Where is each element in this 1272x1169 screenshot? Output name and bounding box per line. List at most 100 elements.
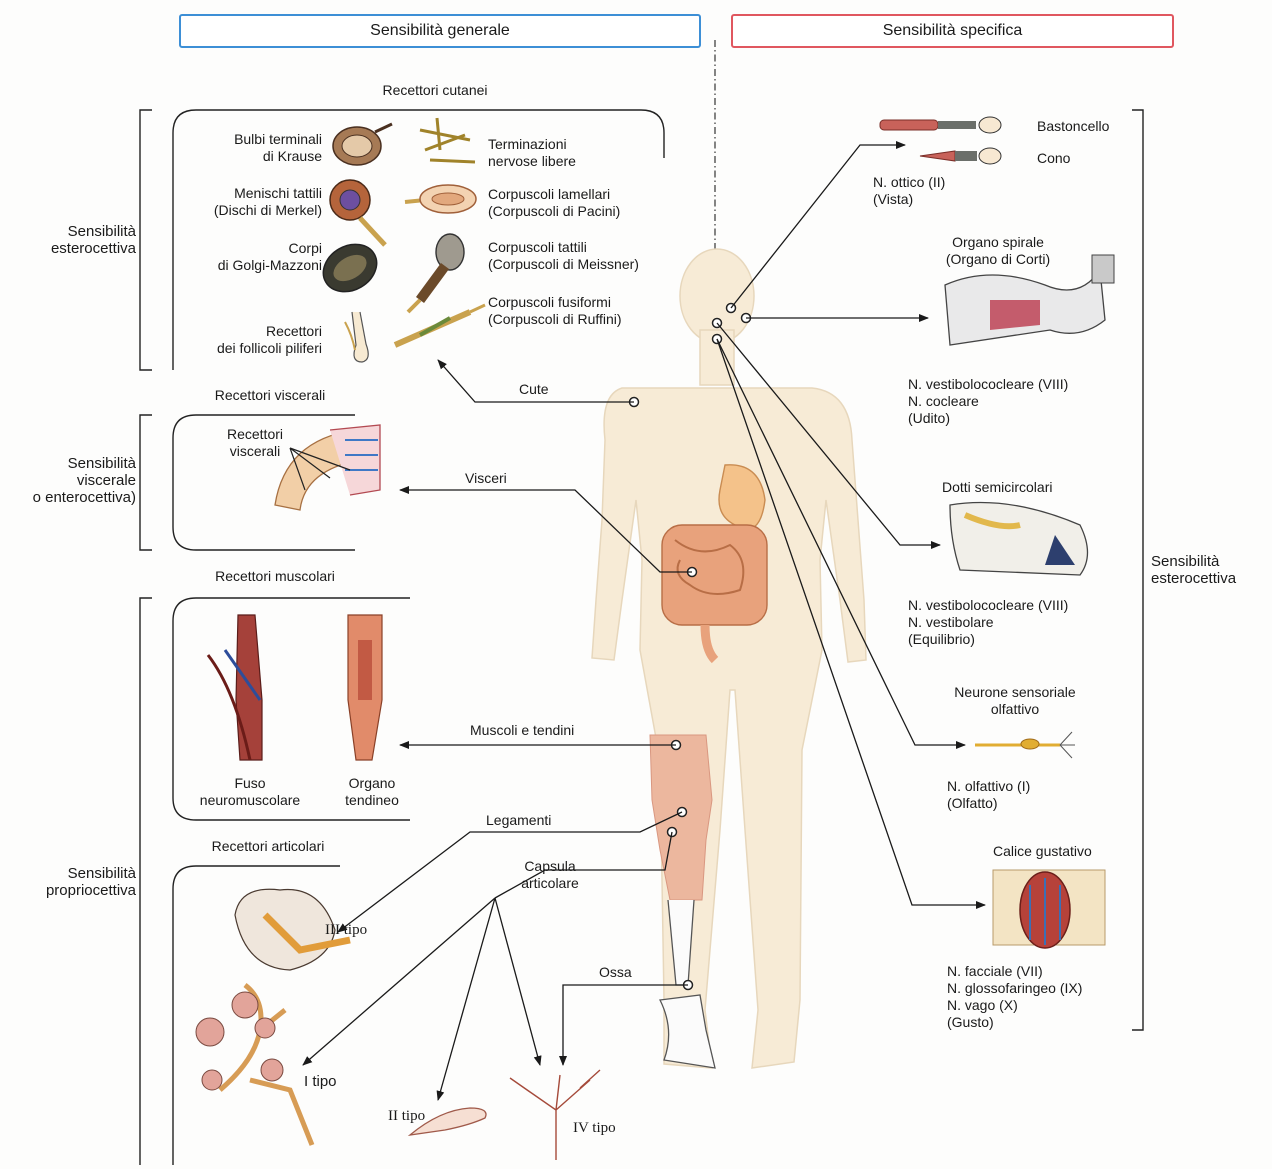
label-line: viscerali	[205, 443, 305, 460]
section-label-right: Sensibilità esterocettiva	[1151, 553, 1236, 587]
section-label-line: Sensibilità	[33, 455, 136, 472]
label-line: Bulbi terminali	[234, 131, 322, 148]
bracket-viscerale	[140, 415, 152, 550]
label-line: Fuso	[185, 775, 315, 792]
label-line: olfattivo	[935, 701, 1095, 718]
header-general: Sensibilità generale	[179, 14, 701, 48]
label-olfactory-nerve: N. olfattivo (I) (Olfatto)	[947, 778, 1030, 812]
section-label-viscerale: Sensibilità viscerale o enterocettiva)	[33, 455, 136, 506]
label-line: (Olfatto)	[947, 795, 1030, 812]
section-label-line: Sensibilità	[1151, 553, 1236, 570]
label-line: (Vista)	[873, 191, 945, 208]
label-ruffini: Corpuscoli fusiformi (Corpuscoli di Ruff…	[488, 294, 622, 328]
label-type2: II tipo	[388, 1108, 425, 1125]
label-free-endings: Terminazioni nervose libere	[488, 136, 576, 170]
label-ossa: Ossa	[599, 964, 632, 981]
title-recettori-viscerali: Recettori viscerali	[180, 387, 360, 404]
olfactory-neuron-figure	[975, 732, 1075, 758]
free-nerve-endings-figure	[420, 118, 475, 162]
label-meissner: Corpuscoli tattili (Corpuscoli di Meissn…	[488, 239, 639, 273]
rod-figure	[880, 117, 1001, 133]
label-follicle: Recettori dei follicoli piliferi	[217, 323, 322, 357]
label-golgi-mazzoni: Corpi di Golgi-Mazzoni	[218, 240, 322, 274]
label-line: (Corpuscoli di Ruffini)	[488, 311, 622, 328]
label-taste-nerves: N. facciale (VII) N. glossofaringeo (IX)…	[947, 963, 1082, 1031]
label-line: Recettori	[217, 323, 322, 340]
label-line: nervose libere	[488, 153, 576, 170]
label-line: (Dischi di Merkel)	[214, 202, 322, 219]
label-line: N. vago (X)	[947, 997, 1082, 1014]
label-line: N. vestibolococleare (VIII)	[908, 376, 1068, 393]
pacini-corpuscle-figure	[405, 185, 476, 213]
cone-figure	[920, 148, 1001, 164]
label-line: (Gusto)	[947, 1014, 1082, 1031]
label-line: dei follicoli piliferi	[217, 340, 322, 357]
label-line: N. olfattivo (I)	[947, 778, 1030, 795]
label-line: N. glossofaringeo (IX)	[947, 980, 1082, 997]
label-line: N. vestibolare	[908, 614, 1068, 631]
label-line: Organo	[327, 775, 417, 792]
label-visceral-receptors: Recettori viscerali	[205, 426, 305, 460]
label-line: Neurone sensoriale	[935, 684, 1095, 701]
header-general-text: Sensibilità generale	[370, 22, 510, 40]
type1-receptor-figure	[196, 985, 312, 1145]
section-label-line: Sensibilità	[51, 223, 136, 240]
label-line: Corpuscoli fusiformi	[488, 294, 622, 311]
label-line: Menischi tattili	[214, 185, 322, 202]
label-olfactory-neuron: Neurone sensoriale olfattivo	[935, 684, 1095, 718]
label-muscoli-tendini: Muscoli e tendini	[470, 722, 574, 739]
label-legamenti: Legamenti	[486, 812, 551, 829]
label-line: neuromuscolare	[185, 792, 315, 809]
label-line: Corpi	[218, 240, 322, 257]
label-line: N. ottico (II)	[873, 174, 945, 191]
label-vestibular-nerve: N. vestibolococleare (VIII) N. vestibola…	[908, 597, 1068, 648]
title-recettori-articolari: Recettori articolari	[178, 838, 358, 855]
label-line: di Golgi-Mazzoni	[218, 257, 322, 274]
title-recettori-muscolari: Recettori muscolari	[180, 568, 370, 585]
label-line: N. cocleare	[908, 393, 1068, 410]
section-label-line: o enterocettiva)	[33, 489, 136, 506]
label-line: Organo spirale	[918, 234, 1078, 251]
label-organ-of-corti: Organo spirale (Organo di Corti)	[918, 234, 1078, 268]
label-cute: Cute	[519, 381, 549, 398]
label-tendon-organ: Organo tendineo	[327, 775, 417, 809]
taste-bud-figure	[993, 870, 1105, 948]
label-line: (Equilibrio)	[908, 631, 1068, 648]
section-label-propriocettiva: Sensibilità propriocettiva	[46, 865, 136, 899]
type4-receptor-figure	[510, 1070, 600, 1160]
muscle-spindle-figure	[208, 615, 262, 760]
header-specific-text: Sensibilità specifica	[883, 22, 1023, 40]
header-specific: Sensibilità specifica	[731, 14, 1174, 48]
semicircular-ducts-figure	[950, 503, 1088, 576]
label-muscle-spindle: Fuso neuromuscolare	[185, 775, 315, 809]
meissner-corpuscle-figure	[408, 234, 464, 312]
title-recettori-cutanei: Recettori cutanei	[340, 82, 530, 99]
label-type4: IV tipo	[573, 1120, 616, 1137]
label-merkel: Menischi tattili (Dischi di Merkel)	[214, 185, 322, 219]
label-line: Capsula	[505, 858, 595, 875]
label-line: N. vestibolococleare (VIII)	[908, 597, 1068, 614]
section-label-line: esterocettiva	[1151, 570, 1236, 587]
label-line: articolare	[505, 875, 595, 892]
label-taste-bud: Calice gustativo	[993, 843, 1092, 860]
section-label-line: propriocettiva	[46, 882, 136, 899]
label-line: (Corpuscoli di Pacini)	[488, 203, 620, 220]
label-line: Corpuscoli tattili	[488, 239, 639, 256]
label-cone: Cono	[1037, 150, 1070, 167]
label-krause: Bulbi terminali di Krause	[234, 131, 322, 165]
label-optic-nerve: N. ottico (II) (Vista)	[873, 174, 945, 208]
label-line: (Corpuscoli di Meissner)	[488, 256, 639, 273]
label-capsula: Capsula articolare	[505, 858, 595, 892]
label-line: N. facciale (VII)	[947, 963, 1082, 980]
section-label-line: esterocettiva	[51, 240, 136, 257]
label-line: (Udito)	[908, 410, 1068, 427]
label-line: Recettori	[205, 426, 305, 443]
label-line: Corpuscoli lamellari	[488, 186, 620, 203]
section-label-line: viscerale	[33, 472, 136, 489]
label-type1: I tipo	[304, 1073, 337, 1090]
leg-muscles	[650, 735, 712, 900]
organ-of-corti-figure	[945, 255, 1114, 345]
label-type3: III tipo	[325, 922, 367, 939]
section-label-esterocettiva: Sensibilità esterocettiva	[51, 223, 136, 257]
